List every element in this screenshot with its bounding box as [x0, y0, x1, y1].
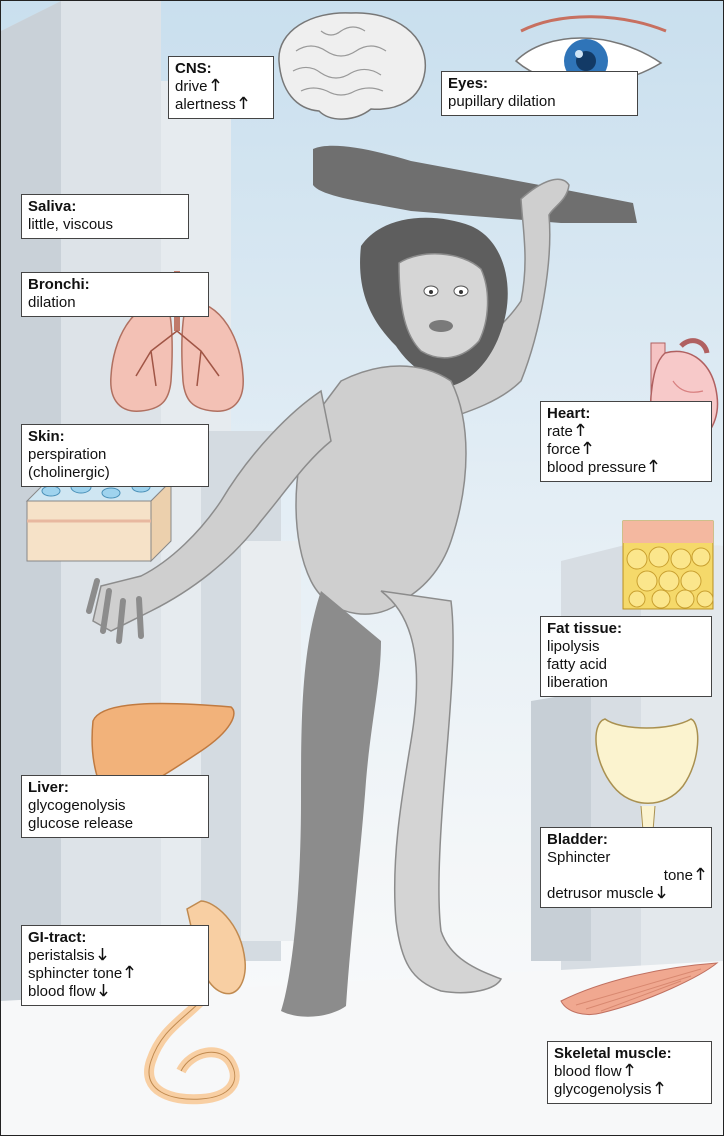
gi-title: GI-tract: — [28, 929, 202, 947]
skin-line-1: perspiration — [28, 446, 202, 464]
cns-title: CNS: — [175, 60, 267, 78]
bladder-line-3: detrusor muscle — [547, 885, 654, 902]
heart-line-2: force — [547, 441, 580, 458]
bladder-label: Bladder: Sphincter tone detrusor muscle — [540, 827, 712, 908]
skin-label: Skin: perspiration (cholinergic) — [21, 424, 209, 487]
fat-line-3: liberation — [547, 674, 705, 692]
fat-line-1: lipolysis — [547, 638, 705, 656]
club — [313, 146, 637, 223]
arrow-down-icon — [99, 983, 108, 997]
skin-line-2: (cholinergic) — [28, 464, 202, 482]
skin-title: Skin: — [28, 428, 202, 446]
bronchi-label: Bronchi: dilation — [21, 272, 209, 317]
fat-line-2: fatty acid — [547, 656, 705, 674]
arrow-up-icon — [625, 1063, 634, 1077]
arrow-up-icon — [125, 965, 134, 979]
liver-line-1: glycogenolysis — [28, 797, 202, 815]
gi-line-2: sphincter tone — [28, 965, 122, 982]
skeletal-muscle-label: Skeletal muscle: blood flow glycogenolys… — [547, 1041, 712, 1104]
liver-line-2: glucose release — [28, 815, 202, 833]
eyes-line-1: pupillary dilation — [448, 93, 631, 111]
eyes-title: Eyes: — [448, 75, 631, 93]
arrow-up-icon — [655, 1081, 664, 1095]
arrow-up-icon — [239, 96, 248, 110]
arrow-down-icon — [657, 885, 666, 899]
saliva-title: Saliva: — [28, 198, 182, 216]
arrow-up-icon — [696, 867, 705, 881]
heart-title: Heart: — [547, 405, 705, 423]
heart-label: Heart: rate force blood pressure — [540, 401, 712, 482]
fat-tissue-image — [623, 521, 713, 609]
arrow-up-icon — [211, 78, 220, 92]
liver-label: Liver: glycogenolysis glucose release — [21, 775, 209, 838]
bladder-title: Bladder: — [547, 831, 705, 849]
muscle-line-1: blood flow — [554, 1063, 622, 1080]
cns-label: CNS: drive alertness — [168, 56, 274, 119]
liver-title: Liver: — [28, 779, 202, 797]
cns-line-1: drive — [175, 78, 208, 95]
bladder-line-1: Sphincter — [547, 849, 705, 867]
bronchi-title: Bronchi: — [28, 276, 202, 294]
arrow-up-icon — [649, 459, 658, 473]
arrow-down-icon — [98, 947, 107, 961]
fat-tissue-label: Fat tissue: lipolysis fatty acid liberat… — [540, 616, 712, 697]
brain-image — [279, 13, 425, 119]
bronchi-line-1: dilation — [28, 294, 202, 312]
gi-tract-label: GI-tract: peristalsis sphincter tone blo… — [21, 925, 209, 1006]
muscle-line-2: glycogenolysis — [554, 1081, 652, 1098]
gi-line-3: blood flow — [28, 983, 96, 1000]
arrow-up-icon — [576, 423, 585, 437]
saliva-line-1: little, viscous — [28, 216, 182, 234]
muscle-title: Skeletal muscle: — [554, 1045, 705, 1063]
heart-line-1: rate — [547, 423, 573, 440]
heart-line-3: blood pressure — [547, 459, 646, 476]
cns-line-2: alertness — [175, 96, 236, 113]
eyes-label: Eyes: pupillary dilation — [441, 71, 638, 116]
gi-line-1: peristalsis — [28, 947, 95, 964]
saliva-label: Saliva: little, viscous — [21, 194, 189, 239]
bladder-line-2: tone — [664, 867, 693, 884]
fat-title: Fat tissue: — [547, 620, 705, 638]
skin-image — [27, 481, 171, 561]
arrow-up-icon — [583, 441, 592, 455]
